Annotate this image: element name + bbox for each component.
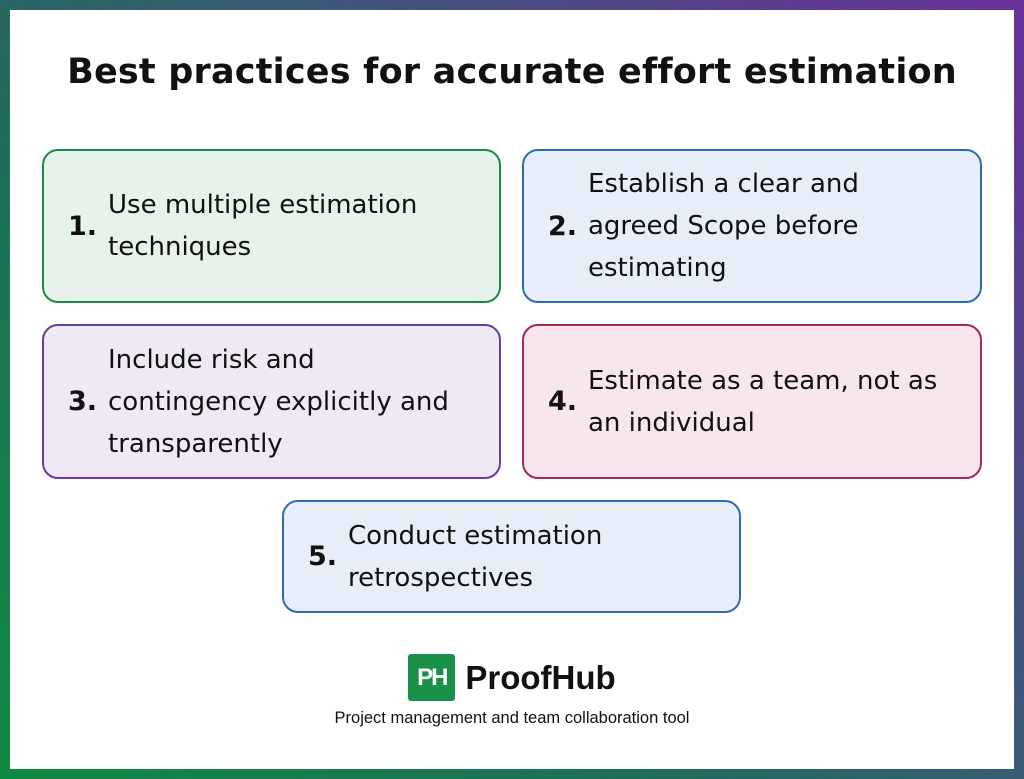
practice-number: 4. — [548, 386, 578, 417]
practice-card-5: 5. Conduct estimation retrospectives — [282, 500, 741, 613]
brand-tagline: Project management and team collaboratio… — [334, 709, 690, 727]
practice-text: Include risk and contingency explicitly … — [108, 344, 449, 459]
practice-card-2: 2. Establish a clear and agreed Scope be… — [522, 149, 982, 303]
practice-card-1: 1. Use multiple estimation techniques — [42, 149, 501, 303]
page-title: Best practices for accurate effort estim… — [67, 52, 957, 92]
practice-text: Use multiple estimation techniques — [108, 190, 418, 262]
proofhub-logo-icon: PH — [408, 654, 456, 701]
practice-text: Establish a clear and agreed Scope befor… — [588, 169, 859, 283]
practice-card-3: 3. Include risk and contingency explicit… — [42, 324, 501, 479]
practice-text: Conduct estimation retrospectives — [348, 520, 603, 593]
practice-number: 2. — [548, 210, 578, 242]
practice-card-4: 4. Estimate as a team, not as an individ… — [522, 324, 982, 479]
practice-number: 1. — [68, 210, 98, 242]
brand-lockup: PH ProofHub — [0, 654, 1024, 701]
practice-number: 5. — [308, 541, 338, 572]
practice-text: Estimate as a team, not as an individual — [588, 365, 938, 438]
brand-name: ProofHub — [465, 658, 616, 696]
practice-number: 3. — [68, 386, 98, 417]
